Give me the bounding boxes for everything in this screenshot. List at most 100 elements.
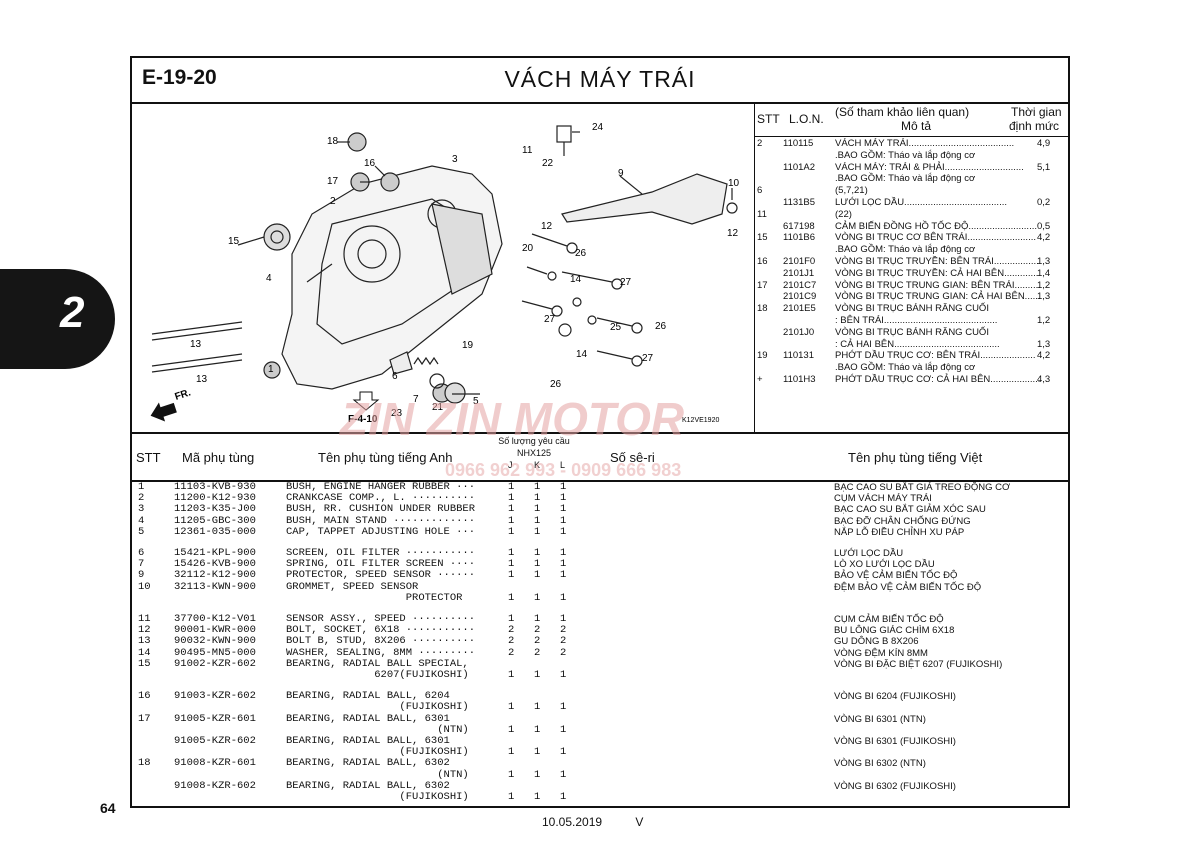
row-qty-j: 2 — [508, 624, 515, 637]
row-qty-k: 1 — [534, 669, 541, 681]
row-part-number: 91005-KZR-601 — [174, 712, 256, 725]
row-vietnamese-name: VÒNG BI ĐẶC BIỆT 6207 (FUJIKOSHI) — [834, 658, 1003, 670]
ref-stt: 11 — [757, 208, 767, 220]
ref-lon: 617198 — [783, 220, 815, 232]
ref-col-time-2: định mức — [1009, 119, 1060, 133]
row-qty-l: 2 — [560, 646, 567, 659]
row-qty-l: 1 — [560, 525, 567, 538]
row-qty-k: 1 — [534, 591, 541, 604]
row-part-number: 91008-KZR-602 — [174, 779, 256, 792]
footer-date: 10.05.2019 — [542, 815, 603, 829]
labor-time-row: .BAO GỒM: Tháo và lắp động cơ — [755, 150, 1069, 162]
row-stt: 5 — [138, 525, 145, 538]
ref-description: .BAO GỒM: Tháo và lắp động cơ — [835, 173, 976, 185]
section-code: E-19-20 — [142, 66, 217, 89]
row-english-name: BOLT B, STUD, 8X206 ·········· — [286, 635, 476, 648]
row-part-number: 91002-KZR-602 — [174, 657, 256, 670]
callout-number: 17 — [327, 176, 339, 187]
row-qty-j: 1 — [508, 768, 515, 781]
row-stt: 1 — [138, 481, 145, 493]
callout-number: 14 — [570, 274, 582, 285]
row-qty-l: 1 — [560, 492, 567, 505]
quantity-model: NHX125 — [516, 448, 552, 458]
callout-number: 3 — [452, 154, 458, 165]
ref-col-desc-1: (Số tham khảo liên quan) — [835, 105, 970, 119]
callout-number: 22 — [542, 158, 554, 169]
row-english-name: BEARING, RADIAL BALL SPECIAL, — [286, 657, 469, 670]
page-title: VÁCH MÁY TRÁI — [504, 66, 696, 92]
row-stt: 6 — [138, 547, 145, 559]
row-english-name: CAP, TAPPET ADJUSTING HOLE ··· — [286, 525, 476, 538]
row-english-name: CRANKCASE COMP., L. ·········· — [286, 492, 476, 505]
labor-time-row: 11(22) — [755, 209, 1069, 221]
ref-description: VÒNG BI TRỤC TRUYỀN: CẢ HAI BÊN.........… — [835, 267, 1039, 279]
ref-stt: 18 — [757, 303, 768, 315]
ref-stt: 2 — [757, 138, 763, 149]
row-stt: 9 — [138, 569, 145, 582]
watermark-brand: ZIN ZIN MOTOR — [340, 393, 685, 445]
row-qty-k: 1 — [534, 525, 541, 538]
row-vietnamese-name: VÒNG BI 6302 (FUJIKOSHI) — [834, 780, 956, 792]
ref-description: LƯỚI LỌC DẦU............................… — [835, 197, 1007, 208]
row-vietnamese-name: VÒNG BI 6204 (FUJIKOSHI) — [834, 691, 956, 703]
row-vietnamese-name: BU LÔNG GIÁC CHÌM 6X18 — [834, 625, 955, 637]
row-stt: 13 — [138, 635, 151, 648]
row-vietnamese-name: VÒNG BI 6302 (NTN) — [834, 758, 926, 770]
row-qty-j: 1 — [508, 558, 515, 571]
row-stt: 2 — [138, 492, 145, 505]
row-qty-j: 1 — [508, 492, 515, 505]
col-part-number: Mã phụ tùng — [182, 450, 255, 465]
row-qty-l: 1 — [560, 791, 567, 803]
ref-lon: 2101E5 — [783, 303, 816, 315]
callout-number: 14 — [576, 349, 588, 360]
ref-col-stt: STT — [757, 112, 780, 126]
row-part-number: 91003-KZR-602 — [174, 690, 256, 703]
ref-time: 4,3 — [1037, 374, 1051, 385]
row-qty-j: 2 — [508, 635, 515, 648]
callout-number: 23 — [391, 408, 403, 419]
callout-number: 7 — [413, 394, 419, 405]
row-vietnamese-name: BẠC CAO SU BẮT GIÁ TREO ĐỘNG CƠ — [834, 482, 1011, 493]
row-qty-k: 1 — [534, 791, 541, 803]
row-qty-k: 1 — [534, 558, 541, 571]
labor-time-panel: STT L.O.N. (Số tham khảo liên quan) Mô t… — [754, 104, 1069, 432]
row-vietnamese-name: GU DÔNG B 8X206 — [834, 636, 919, 648]
row-qty-k: 1 — [534, 547, 541, 559]
row-qty-j: 1 — [508, 514, 515, 527]
ref-description: PHỚT DẦU TRỤC CƠ: BÊN TRÁI..............… — [835, 350, 1036, 362]
row-qty-l: 1 — [560, 669, 567, 681]
row-qty-j: 1 — [508, 569, 515, 582]
row-stt: 7 — [138, 558, 145, 571]
row-english-name: GROMMET, SPEED SENSOR — [286, 580, 419, 593]
row-part-number: 91005-KZR-602 — [174, 735, 256, 747]
ref-time: 4,9 — [1037, 138, 1051, 149]
callout-number: 24 — [592, 122, 604, 133]
labor-time-row: : BÊN TRÁI..............................… — [755, 315, 1069, 327]
row-qty-l: 1 — [560, 723, 567, 736]
parts-page-frame: E-19-20 VÁCH MÁY TRÁI — [130, 56, 1070, 808]
row-stt: 10 — [138, 580, 151, 593]
row-qty-k: 1 — [534, 613, 541, 625]
ref-lon: 1131B5 — [783, 197, 816, 208]
row-qty-l: 2 — [560, 624, 567, 637]
row-english-name: BEARING, RADIAL BALL, 6301 — [286, 712, 450, 725]
row-english-name: BUSH, ENGINE HANGER RUBBER ··· — [286, 481, 476, 493]
row-qty-l: 1 — [560, 591, 567, 604]
row-vietnamese-name: LÒ XO LƯỚI LỌC DẦU — [834, 559, 935, 571]
col-vietnamese-name: Tên phụ tùng tiếng Việt — [848, 450, 983, 465]
ref-lon: 2101F0 — [783, 256, 816, 267]
ref-description: VÒNG BI TRỤC TRUYỀN: BÊN TRÁI...........… — [835, 256, 1039, 267]
callout-number: 25 — [610, 322, 622, 333]
